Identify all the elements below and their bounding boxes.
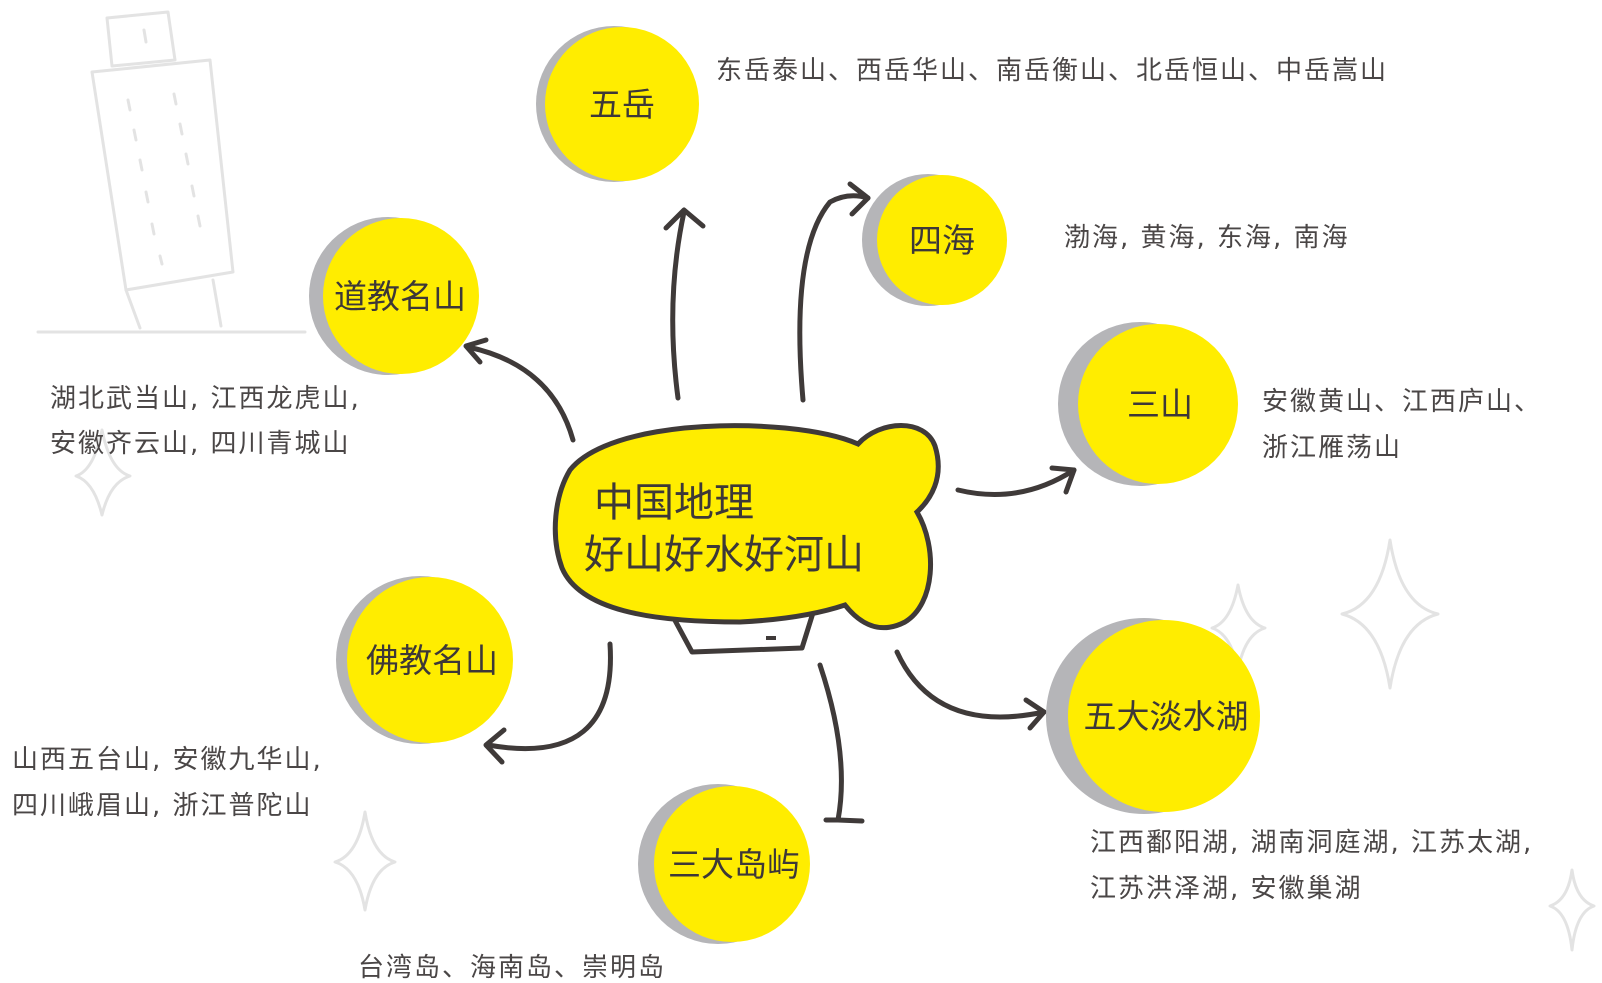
sparkle-icon [74, 428, 132, 517]
node-sanshan[interactable]: 三山 [1058, 322, 1238, 486]
node-daojiao[interactable]: 道教名山 [309, 217, 479, 375]
daoyu-detail: 台湾岛、海南岛、崇明岛 [358, 953, 666, 983]
node-label: 道教名山 [334, 277, 466, 316]
node-label: 佛教名山 [366, 641, 498, 680]
node-label: 四海 [909, 221, 975, 260]
node-daoyu[interactable]: 三大岛屿 [638, 784, 810, 944]
sanshan-detail-line1: 安徽黄山、江西庐山、 [1262, 387, 1542, 417]
central-blimp: 中国地理 好山好水好河山 [552, 423, 941, 655]
node-label: 五岳 [589, 85, 655, 124]
node-label: 五大淡水湖 [1084, 697, 1249, 736]
center-title-line2: 好山好水好河山 [584, 532, 864, 578]
fojiao-detail-line1: 山西五台山, 安徽九华山, [12, 745, 323, 775]
leaning-tower-illustration [36, 10, 307, 334]
fojiao-detail-line2: 四川峨眉山, 浙江普陀山 [12, 791, 313, 821]
daojiao-detail-line2: 安徽齐云山, 四川青城山 [50, 429, 351, 459]
center-title-line1: 中国地理 [594, 480, 754, 526]
background-decorations [36, 10, 1596, 952]
node-fojiao[interactable]: 佛教名山 [336, 576, 513, 744]
node-wuyue[interactable]: 五岳 [536, 26, 699, 182]
arrow-to-fojiao [485, 641, 613, 752]
arrow-to-daojiao [465, 344, 576, 443]
node-wudahu[interactable]: 五大淡水湖 [1046, 618, 1260, 814]
sparkle-icon [1340, 538, 1440, 690]
blimp-body [552, 423, 941, 631]
wudahu-detail-line2: 江苏洪泽湖, 安徽巢湖 [1090, 874, 1363, 904]
sparkle-icon [1548, 868, 1596, 952]
connector-arrows [463, 181, 1077, 824]
sanshan-detail-line2: 浙江雁荡山 [1262, 433, 1402, 463]
arrow-to-wuyue [670, 209, 687, 401]
wudahu-detail-line1: 江西鄱阳湖, 湖南洞庭湖, 江苏太湖, [1090, 828, 1533, 858]
sihai-detail: 渤海, 黄海, 东海, 南海 [1064, 223, 1350, 253]
node-sihai[interactable]: 四海 [862, 174, 1007, 306]
arrow-to-sihai [797, 193, 871, 403]
arrow-to-daoyu [817, 662, 844, 823]
arrow-to-wudahu [894, 649, 1047, 720]
sparkle-icon [333, 810, 397, 912]
wuyue-detail: 东岳泰山、西岳华山、南岳衡山、北岳恒山、中岳嵩山 [716, 56, 1388, 86]
node-label: 三山 [1127, 385, 1193, 424]
arrow-to-sanshan [955, 467, 1077, 497]
daojiao-detail-line1: 湖北武当山, 江西龙虎山, [50, 384, 361, 414]
node-label: 三大岛屿 [668, 845, 800, 884]
